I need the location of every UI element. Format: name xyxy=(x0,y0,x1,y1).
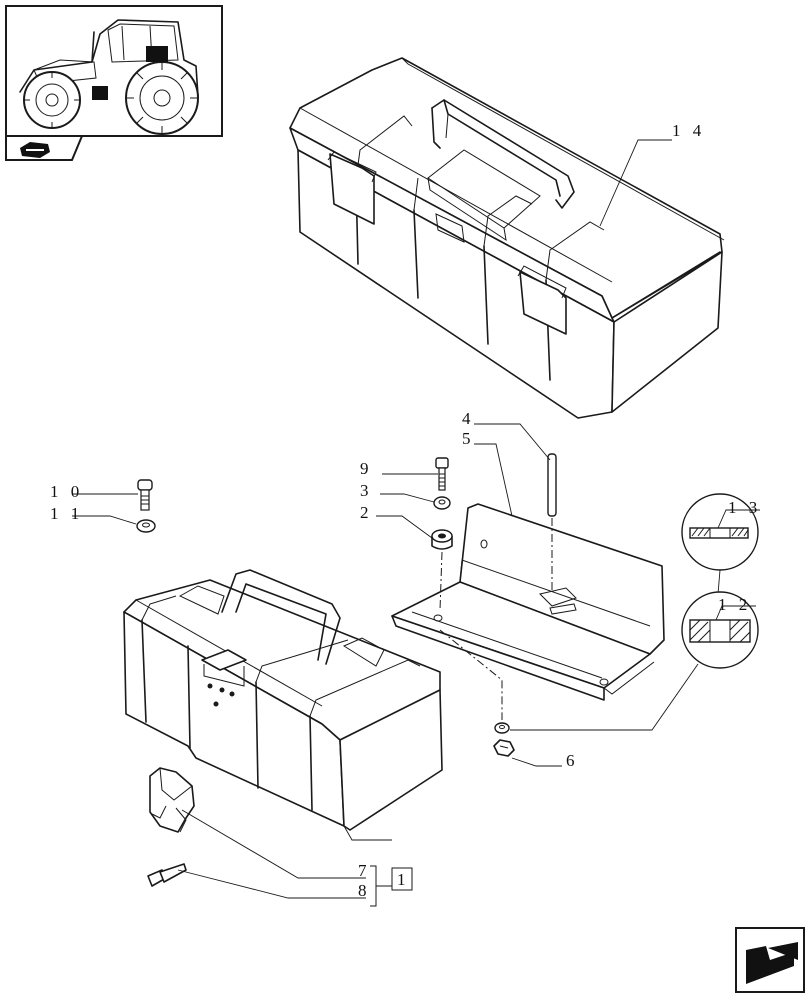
bolt-part-9 xyxy=(435,457,449,491)
bolt-part-10 xyxy=(137,479,153,511)
label-8: 8 xyxy=(358,881,367,900)
latch-clip-part-7 xyxy=(149,767,195,833)
label-11: 1 1 xyxy=(50,504,83,523)
label-10: 1 0 xyxy=(50,482,83,501)
lock-washer-under xyxy=(494,722,510,734)
section-callout-12 xyxy=(681,591,759,669)
spacer-part-2 xyxy=(431,529,453,550)
callout-link xyxy=(717,569,721,595)
toolbox-small-assembled xyxy=(123,569,443,831)
next-page-arrow-icon[interactable] xyxy=(735,927,805,993)
book-section-icon[interactable] xyxy=(5,135,84,161)
pin-part-4 xyxy=(547,453,557,517)
label-9: 9 xyxy=(360,459,369,478)
label-3: 3 xyxy=(360,481,369,500)
leader-6 xyxy=(511,757,562,767)
tractor-locator-icon[interactable] xyxy=(5,5,223,137)
label-2: 2 xyxy=(360,503,369,522)
washer-part-11 xyxy=(136,519,156,533)
label-6: 6 xyxy=(566,751,575,770)
rivet-part-8 xyxy=(147,863,187,887)
leader-5 xyxy=(474,443,513,517)
nut-part-6 xyxy=(493,739,515,757)
washer-part-3 xyxy=(433,496,451,510)
leader-1-top xyxy=(343,825,392,841)
label-1: 1 xyxy=(397,870,406,889)
label-14: 1 4 xyxy=(672,121,705,140)
leader-8 xyxy=(177,869,366,899)
leader-3 xyxy=(380,493,435,503)
label-13: 1 3 xyxy=(728,498,761,517)
part-1-ref-box xyxy=(391,867,413,891)
mounting-bracket-part-5 xyxy=(391,503,665,701)
leader-4 xyxy=(474,423,551,461)
label-12: 1 2 xyxy=(718,595,751,614)
leader-2 xyxy=(376,515,433,539)
label-5: 5 xyxy=(462,429,471,448)
label-4: 4 xyxy=(462,409,471,428)
leader-7 xyxy=(181,809,366,879)
leader-12 xyxy=(510,663,699,731)
toolbox-large-assembled xyxy=(289,57,725,419)
label-7: 7 xyxy=(358,861,367,880)
axis-bolt xyxy=(439,551,443,611)
bracket-7-8 xyxy=(370,865,377,907)
leader-14 xyxy=(599,139,672,227)
leader-11 xyxy=(72,515,137,525)
